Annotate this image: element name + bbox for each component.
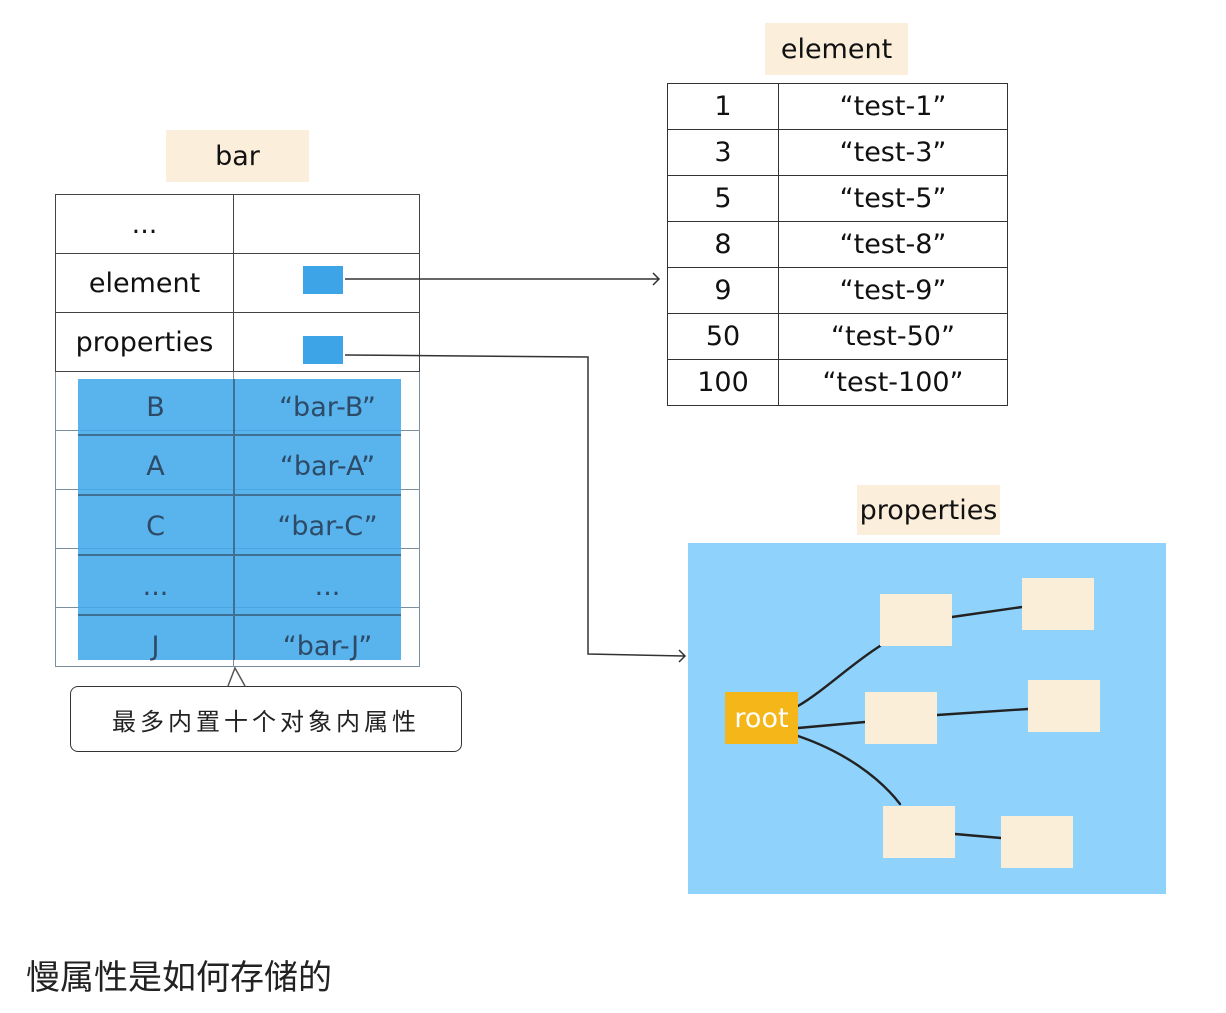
in-object-key: J [151, 630, 160, 662]
figure-caption: 慢属性是如何存储的 [26, 958, 332, 998]
in-object-value: “bar-A” [279, 450, 376, 482]
element-index: 8 [667, 221, 779, 268]
element-row: 3 “test-3” [667, 129, 1008, 176]
in-object-divider [233, 379, 235, 660]
element-row: 50 “test-50” [667, 313, 1008, 360]
in-object-key: B [146, 391, 165, 423]
tree-node [883, 806, 955, 858]
element-row: 100 “test-100” [667, 359, 1008, 406]
in-object-value: “bar-C” [277, 510, 378, 542]
bar-row: properties [55, 312, 420, 372]
properties-title: properties [857, 485, 1000, 535]
element-value: “test-50” [778, 313, 1008, 360]
element-row: 8 “test-8” [667, 221, 1008, 268]
element-index: 9 [667, 267, 779, 314]
elements-table: 1 “test-1” 3 “test-3” 5 “test-5” 8 “test… [667, 83, 1008, 406]
element-index: 50 [667, 313, 779, 360]
element-index: 100 [667, 359, 779, 406]
in-object-row-line [78, 554, 401, 556]
element-row: 1 “test-1” [667, 83, 1008, 130]
in-object-value: “bar-J” [282, 630, 373, 662]
in-object-row-line [78, 614, 401, 616]
in-object-row-line [78, 494, 401, 496]
element-row: 5 “test-5” [667, 175, 1008, 222]
in-object-key: C [146, 510, 165, 542]
properties-arrow-head [678, 649, 687, 663]
element-index: 5 [667, 175, 779, 222]
tree-node [1028, 680, 1100, 732]
in-object-value: “bar-B” [279, 391, 376, 423]
tree-node [865, 692, 937, 744]
in-object-row-line [78, 434, 401, 436]
bar-row-key: element [55, 253, 234, 313]
element-title: element [765, 23, 908, 75]
properties-pointer-box [303, 336, 343, 364]
bar-row-key: properties [55, 312, 234, 372]
element-row: 9 “test-9” [667, 267, 1008, 314]
element-value: “test-100” [778, 359, 1008, 406]
tree-node [1001, 816, 1073, 868]
bar-row-key: ... [55, 194, 234, 254]
element-arrow-head [652, 272, 661, 286]
element-value: “test-5” [778, 175, 1008, 222]
element-value: “test-9” [778, 267, 1008, 314]
element-index: 1 [667, 83, 779, 130]
element-pointer-box [303, 266, 343, 294]
tree-node [880, 594, 952, 646]
element-value: “test-8” [778, 221, 1008, 268]
tree-node [1022, 578, 1094, 630]
bar-row-value [233, 194, 420, 254]
element-value: “test-1” [778, 83, 1008, 130]
element-value: “test-3” [778, 129, 1008, 176]
in-object-note: 最多内置十个对象内属性 [70, 686, 462, 752]
in-object-key: A [146, 450, 165, 482]
bar-title: bar [166, 130, 309, 182]
tree-root-node: root [725, 692, 798, 744]
element-index: 3 [667, 129, 779, 176]
bar-row: element [55, 253, 420, 313]
in-object-value: ... [314, 570, 341, 602]
bar-row: ... [55, 194, 420, 254]
in-object-key: ... [142, 570, 169, 602]
